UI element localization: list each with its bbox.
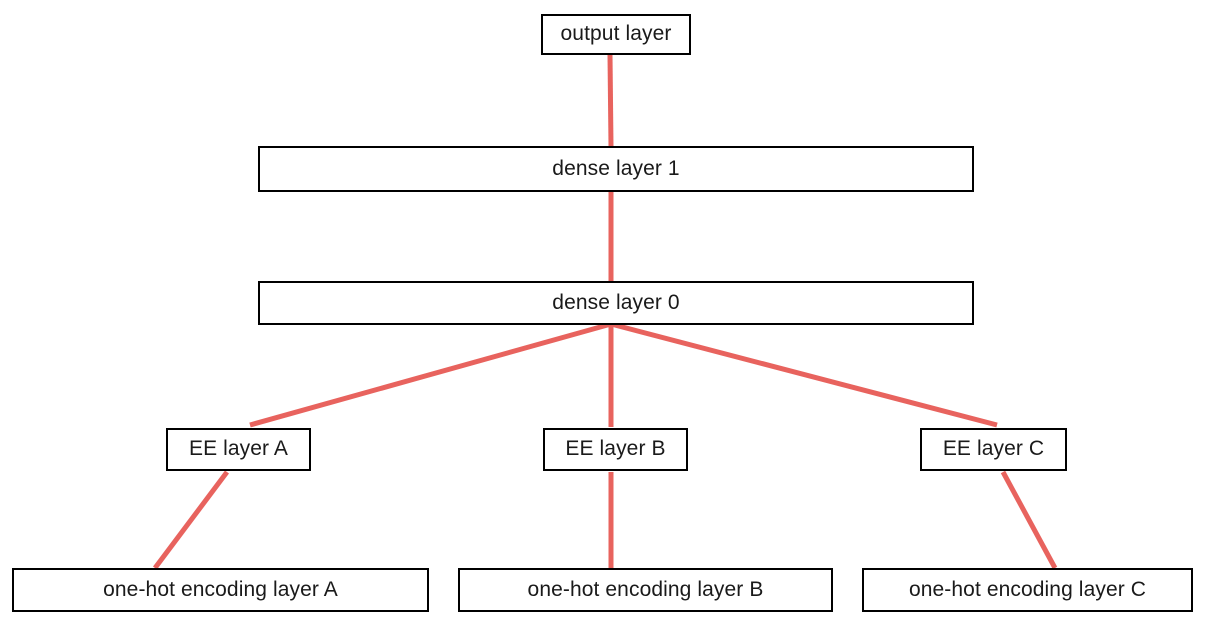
node-dense-layer-1[interactable]: dense layer 1 <box>258 146 974 192</box>
edge-dense0-to-ee-a <box>249 321 612 428</box>
node-label-one-hot-encoding-layer-a: one-hot encoding layer A <box>103 577 338 601</box>
node-label-ee-layer-c: EE layer C <box>942 437 1045 460</box>
node-label-one-hot-encoding-layer-c: one-hot encoding layer C <box>908 577 1147 601</box>
node-ee-layer-a[interactable]: EE layer A <box>166 428 311 471</box>
edge-ee-c-to-onehot-c <box>1000 470 1058 570</box>
node-label-dense-layer-0: dense layer 0 <box>552 290 680 314</box>
node-output-layer[interactable]: output layer <box>541 14 691 55</box>
edge-output-to-dense1 <box>607 54 614 147</box>
node-one-hot-encoding-layer-b[interactable]: one-hot encoding layer B <box>458 568 833 612</box>
node-one-hot-encoding-layer-a[interactable]: one-hot encoding layer A <box>12 568 429 612</box>
node-ee-layer-b[interactable]: EE layer B <box>543 428 688 471</box>
node-one-hot-encoding-layer-c[interactable]: one-hot encoding layer C <box>862 568 1193 612</box>
node-label-output-layer: output layer <box>560 22 672 45</box>
node-dense-layer-0[interactable]: dense layer 0 <box>258 281 974 325</box>
node-label-ee-layer-a: EE layer A <box>188 437 289 460</box>
node-label-one-hot-encoding-layer-b: one-hot encoding layer B <box>527 577 764 601</box>
node-label-ee-layer-b: EE layer B <box>565 437 666 460</box>
edge-ee-a-to-onehot-a <box>153 470 229 570</box>
node-label-dense-layer-1: dense layer 1 <box>552 156 680 180</box>
node-ee-layer-c[interactable]: EE layer C <box>920 428 1067 471</box>
edge-dense0-to-ee-c <box>610 321 998 428</box>
